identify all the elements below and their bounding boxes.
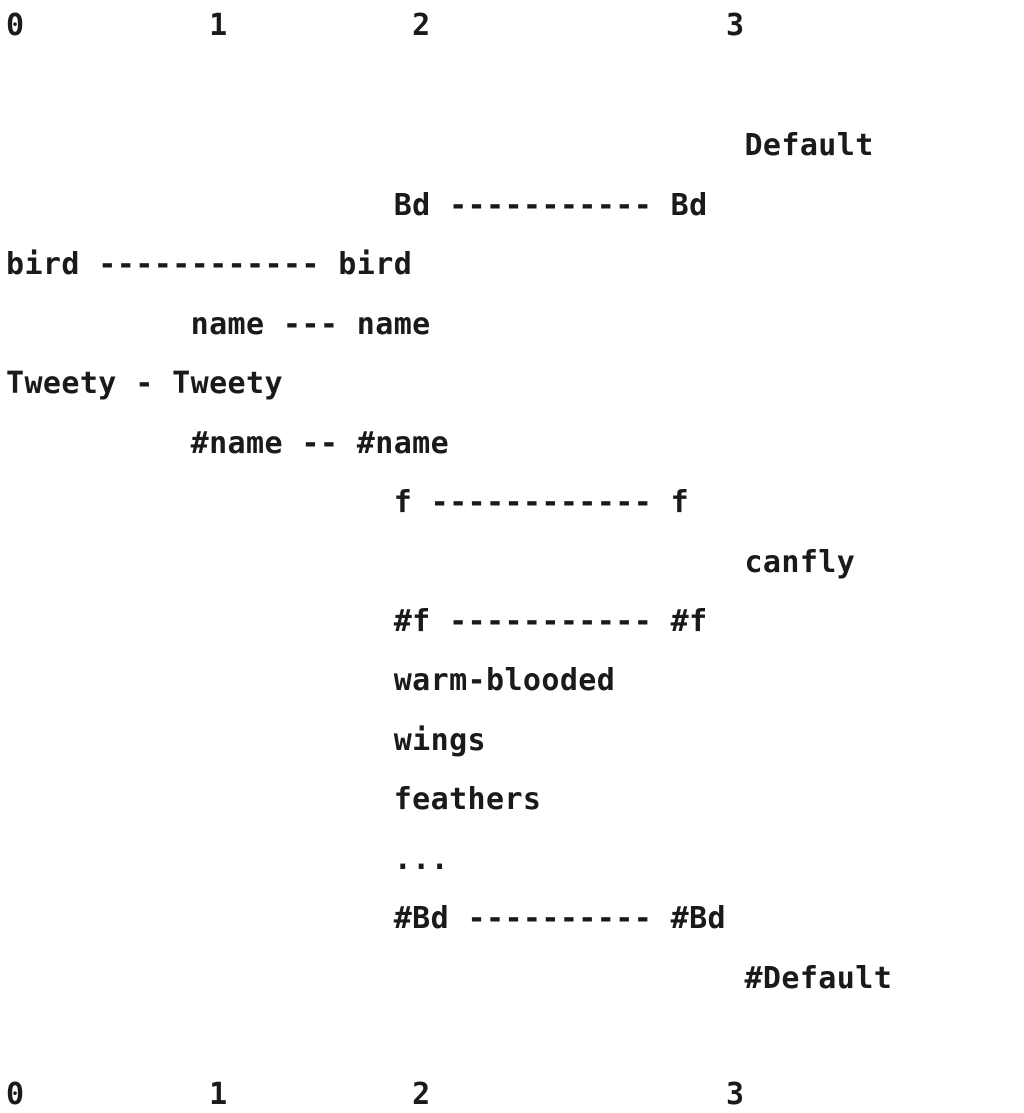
row-hash-f: #f ----------- #f bbox=[6, 604, 708, 639]
row-wings: wings bbox=[6, 723, 486, 758]
row-hash-bd: #Bd ---------- #Bd bbox=[6, 901, 726, 936]
header-axis-labels: 0 1 2 3 bbox=[6, 8, 745, 43]
row-default: Default bbox=[6, 128, 874, 163]
row-warm-blooded: warm-blooded bbox=[6, 663, 616, 698]
footer-axis-labels: 0 1 2 3 bbox=[6, 1077, 745, 1112]
row-ellipsis: ... bbox=[6, 842, 450, 877]
row-bird: bird ------------ bird bbox=[6, 247, 413, 282]
row-f: f ------------ f bbox=[6, 485, 690, 520]
row-tweety: Tweety - Tweety bbox=[6, 366, 283, 401]
row-canfly: canfly bbox=[6, 545, 856, 580]
row-bd: Bd ----------- Bd bbox=[6, 188, 708, 223]
row-name: name --- name bbox=[6, 307, 431, 342]
row-hash-name: #name -- #name bbox=[6, 426, 450, 461]
row-hash-default: #Default bbox=[6, 961, 893, 996]
row-feathers: feathers bbox=[6, 782, 542, 817]
